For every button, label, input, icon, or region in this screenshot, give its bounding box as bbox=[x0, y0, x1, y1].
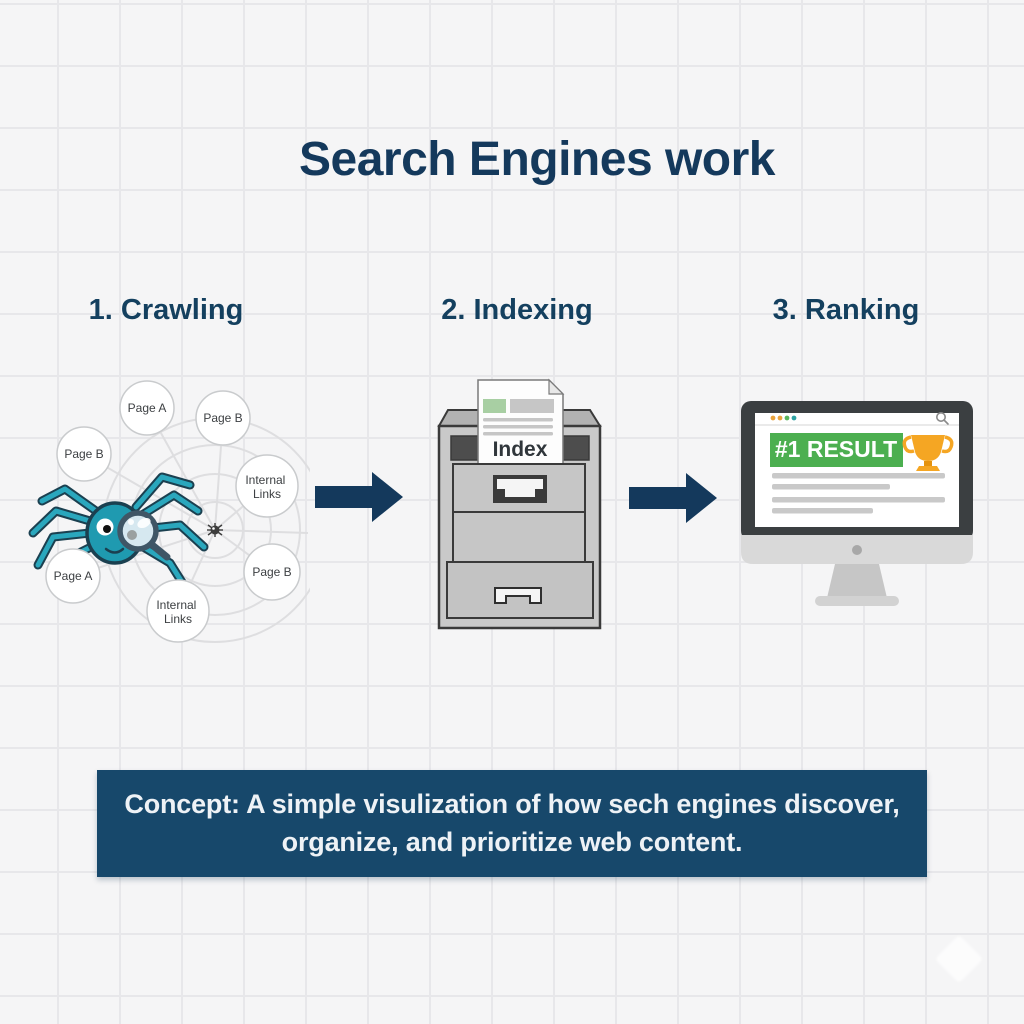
indexing-illustration: Index bbox=[437, 378, 602, 630]
result-lines bbox=[772, 473, 945, 514]
trophy-icon bbox=[902, 435, 954, 471]
svg-text:Page A: Page A bbox=[54, 569, 93, 583]
svg-text:Page B: Page B bbox=[203, 411, 242, 425]
internal-links-node: Internal Links bbox=[235, 454, 299, 518]
drawer-handle bbox=[493, 475, 547, 503]
svg-text:Internal Links: Internal Links bbox=[245, 473, 288, 501]
top-result-banner: #1 RESULT bbox=[770, 433, 903, 467]
concept-banner: Concept: A simple visulization of how se… bbox=[97, 770, 927, 877]
arrow-right-icon bbox=[315, 472, 403, 522]
magnifier-icon bbox=[117, 510, 171, 561]
page-node: Page B bbox=[195, 390, 251, 446]
mini-spider-icon bbox=[207, 523, 223, 537]
crawling-illustration: Page A Page B Page B Internal Links Page… bbox=[28, 380, 310, 643]
page-node: Page B bbox=[56, 426, 112, 482]
document-icon: Index bbox=[477, 378, 565, 471]
concept-line-2: organize, and prioritize web content. bbox=[281, 826, 743, 857]
monitor-icon bbox=[741, 401, 973, 606]
page-node: Page A bbox=[45, 548, 101, 604]
page-node: Page A bbox=[119, 380, 175, 436]
svg-text:Internal Links: Internal Links bbox=[156, 598, 199, 626]
concept-line-1: Concept: A simple visulization of how se… bbox=[124, 788, 900, 819]
internal-links-node: Internal Links bbox=[146, 579, 210, 643]
search-icon bbox=[936, 411, 949, 425]
page-node: Page B bbox=[243, 543, 301, 601]
step-heading-indexing: 2. Indexing bbox=[441, 294, 593, 326]
svg-text:Page B: Page B bbox=[64, 447, 103, 461]
cabinet-drawers bbox=[446, 463, 594, 619]
browser-dots-icon bbox=[770, 415, 797, 421]
page-title: Search Engines work bbox=[298, 133, 776, 186]
step-heading-crawling: 1. Crawling bbox=[88, 294, 244, 326]
step-heading-ranking: 3. Ranking bbox=[772, 294, 920, 326]
svg-text:Page A: Page A bbox=[128, 401, 167, 415]
top-result-label: #1 RESULT bbox=[775, 436, 897, 462]
browser-bar bbox=[755, 411, 959, 426]
web-page-nodes: Page A Page B Page B Internal Links Page… bbox=[45, 380, 301, 643]
drawer-handle bbox=[494, 587, 542, 604]
index-label: Index bbox=[493, 438, 548, 461]
arrow-right-icon bbox=[629, 473, 717, 523]
ranking-illustration: #1 RESULT bbox=[741, 401, 973, 606]
svg-text:Page B: Page B bbox=[252, 565, 291, 579]
watermark-shape bbox=[934, 934, 984, 984]
